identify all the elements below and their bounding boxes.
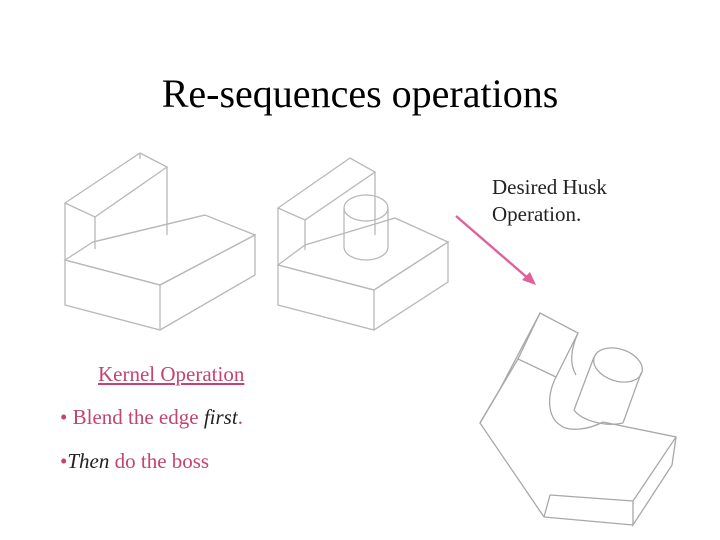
bullet-blend-edge: • Blend the edge first. (60, 405, 243, 430)
husk-caption-line2: Operation. (492, 202, 582, 226)
l-block-figure (55, 145, 265, 335)
l-block-with-boss-figure (270, 150, 460, 335)
bullet-emphasis: first (203, 405, 238, 429)
kernel-operation-heading: Kernel Operation (98, 362, 245, 386)
husk-blended-block-figure (478, 305, 693, 530)
husk-caption: Desired Husk Operation. (492, 174, 607, 228)
bullet-text: Blend the edge (72, 405, 204, 429)
husk-caption-line1: Desired Husk (492, 175, 607, 199)
slide-title: Re-sequences operations (161, 71, 559, 116)
bullet-marker: • (60, 449, 68, 473)
bullet-then-boss: •Then do the boss (60, 449, 209, 474)
pointer-arrow (450, 210, 550, 290)
bullet-marker: • (60, 405, 68, 429)
bullet-text-end: do the boss (109, 449, 210, 473)
bullet-emphasis: Then (67, 449, 110, 473)
bullet-text-end: . (237, 405, 243, 429)
